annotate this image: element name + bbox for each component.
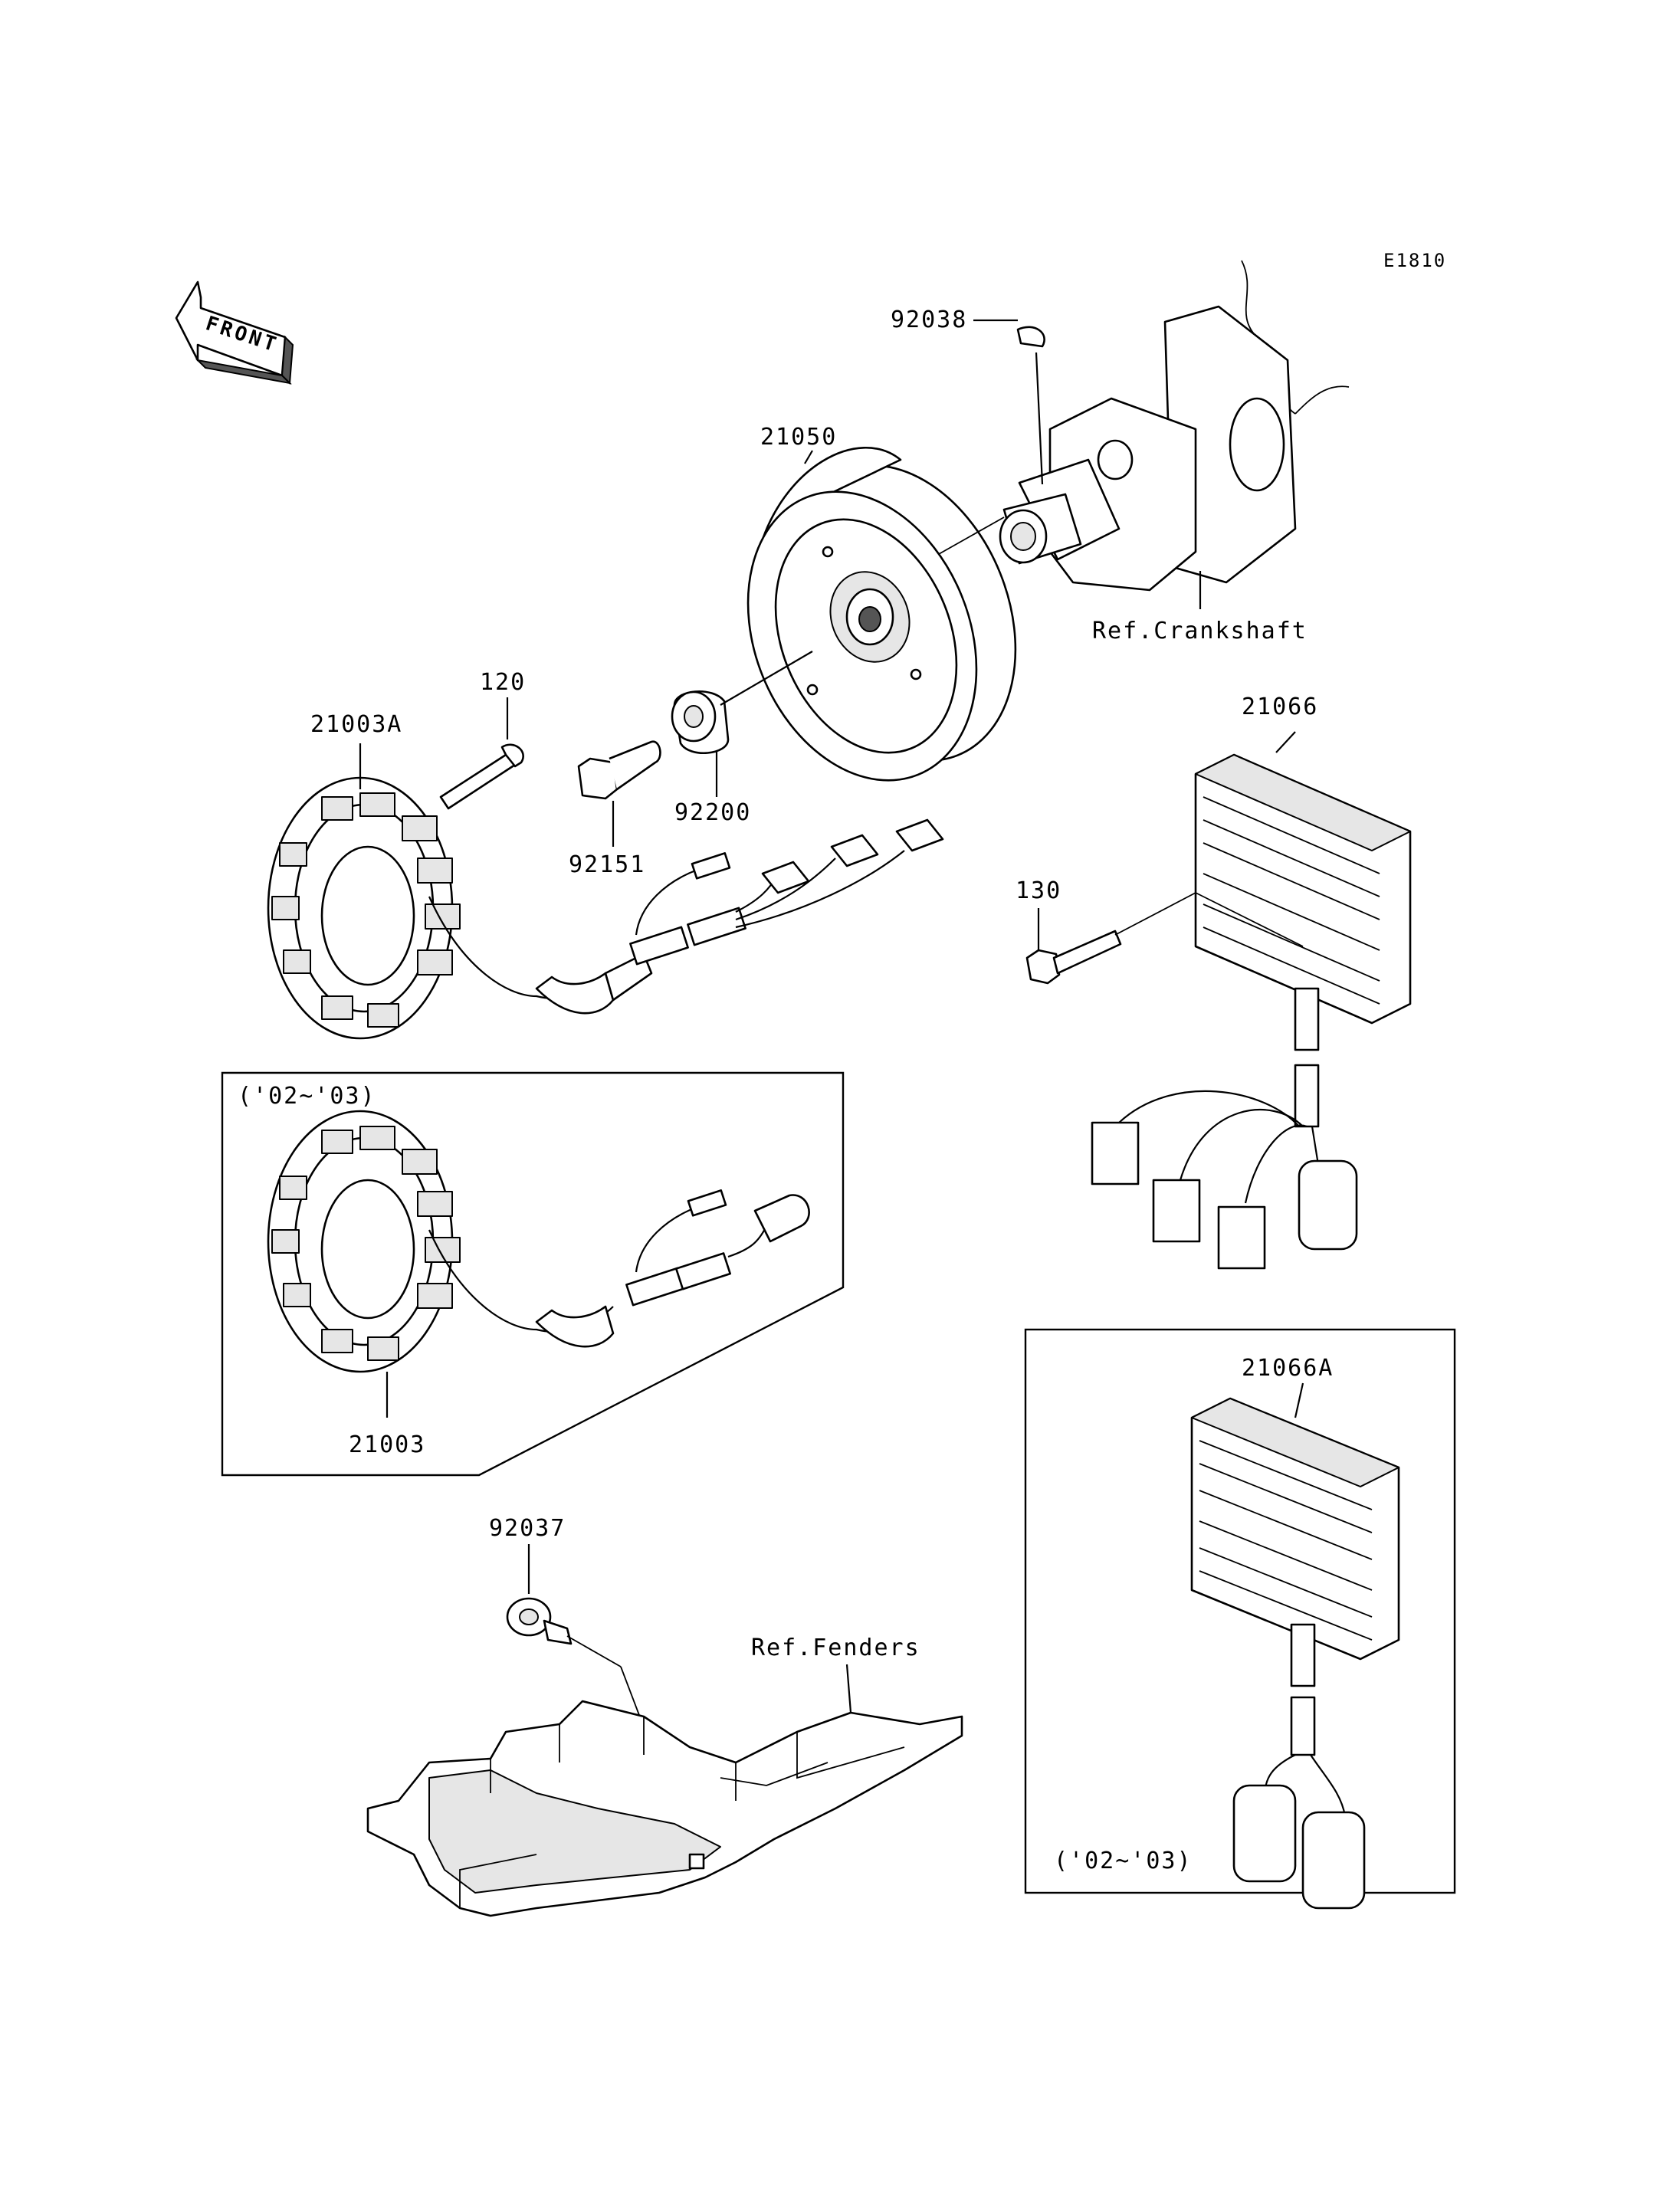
stator-21003A: 21003A	[267, 711, 944, 1040]
label-92037: 92037	[489, 1515, 566, 1542]
washer-92200: 92200	[671, 651, 813, 826]
label-21066A: 21066A	[1242, 1355, 1334, 1382]
woodruff-key-92038: 92038	[891, 307, 1045, 348]
label-120: 120	[480, 669, 526, 696]
inset-regulator-box: 21066A ('02~'03)	[1024, 1328, 1456, 1910]
rotor-21050: 21050	[746, 424, 1017, 782]
label-130: 130	[1016, 877, 1061, 904]
bolt-120: 120	[439, 669, 526, 810]
crankshaft-drawing	[999, 260, 1350, 592]
diagram-code: E1810	[1383, 250, 1446, 271]
inset-regulator-years: ('02~'03)	[1054, 1848, 1193, 1874]
label-21003: 21003	[349, 1431, 425, 1458]
inset-stator-box: ('02~'03) 21003	[221, 1071, 845, 1477]
label-21066: 21066	[1242, 694, 1318, 720]
label-21003A: 21003A	[310, 711, 402, 738]
label-21050: 21050	[760, 424, 837, 451]
bolt-130: 130	[1016, 877, 1304, 985]
label-92151: 92151	[569, 851, 645, 878]
label-ref-fenders: Ref.Fenders	[751, 1635, 920, 1661]
label-92200: 92200	[674, 799, 751, 826]
bolt-92151: 92151	[569, 740, 661, 878]
fender-drawing: Ref.Fenders	[366, 1635, 963, 1917]
inset-stator-years: ('02~'03)	[238, 1083, 376, 1110]
front-arrow-icon: FRONT	[175, 280, 294, 385]
label-92038: 92038	[891, 307, 967, 333]
grommet-92037: 92037	[489, 1515, 694, 1859]
regulator-21066: 21066	[1091, 694, 1412, 1270]
label-ref-crankshaft: Ref.Crankshaft	[1092, 618, 1308, 644]
